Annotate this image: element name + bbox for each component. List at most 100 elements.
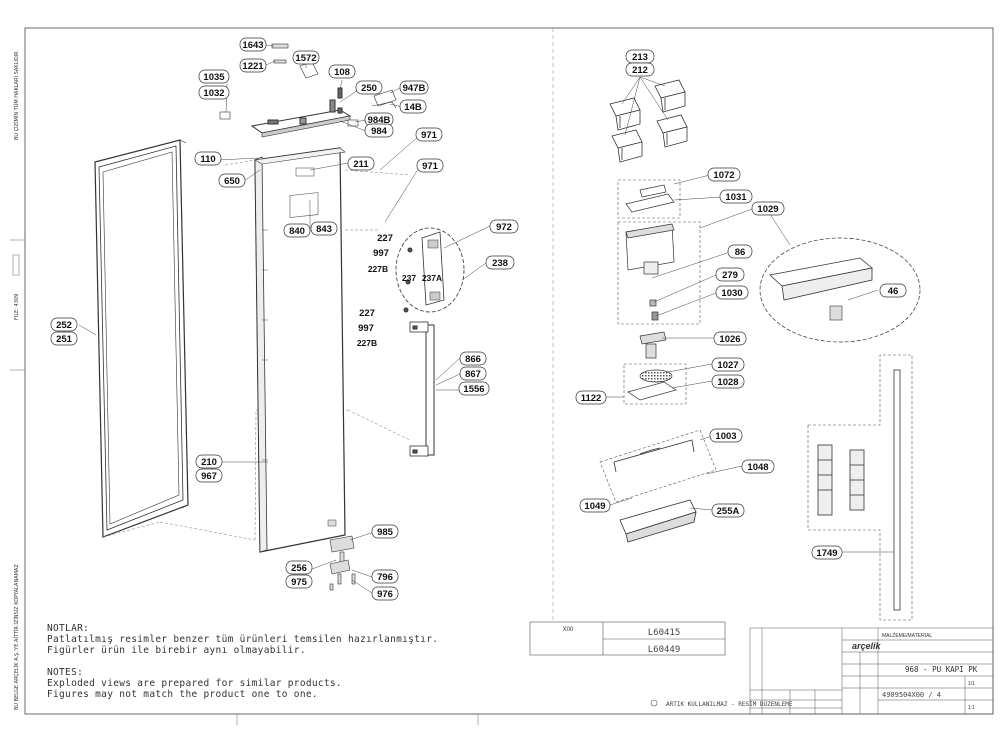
drip-tray bbox=[627, 369, 677, 401]
door-gasket bbox=[94, 139, 189, 538]
callout-label: 972 bbox=[496, 222, 512, 233]
callout-label: 14B bbox=[404, 102, 422, 113]
callout-976: 976 bbox=[371, 586, 399, 601]
callout-1035: 1035 bbox=[198, 69, 230, 84]
callout-985: 985 bbox=[371, 524, 399, 539]
callout-843: 843 bbox=[310, 221, 338, 236]
callout-label: 1030 bbox=[721, 288, 742, 299]
callout-108: 108 bbox=[328, 64, 356, 79]
callout-label: 867 bbox=[465, 369, 481, 380]
callout-label: 984 bbox=[371, 126, 388, 137]
notes-line-tr-1: Patlatılmış resimler benzer tüm ürünleri… bbox=[47, 634, 439, 646]
callout-14B: 14B bbox=[399, 99, 427, 114]
brand-logo: arçelik bbox=[852, 641, 882, 651]
callout-label: 1031 bbox=[725, 192, 747, 203]
callout-label: 1122 bbox=[581, 393, 602, 404]
door-panel bbox=[254, 147, 346, 553]
footer-note: ARTIK KULLANILMAZ - RESİM DÜZENLEME bbox=[666, 701, 793, 708]
callout-label: 967 bbox=[201, 471, 217, 482]
callout-label: 255A bbox=[717, 506, 740, 517]
callout-1072: 1072 bbox=[707, 167, 741, 182]
callout-label: 250 bbox=[361, 83, 377, 94]
callout-1028: 1028 bbox=[711, 374, 745, 389]
tap-1026 bbox=[639, 331, 667, 359]
side-text-top: BU ÇİZİMİN TÜM HAKLARI SAKLIDIR bbox=[14, 51, 20, 140]
variant-row-1: L60415 bbox=[648, 628, 681, 638]
callout-label: 975 bbox=[291, 577, 308, 588]
drawing-frame bbox=[24, 27, 994, 715]
callout-label: 238 bbox=[492, 258, 508, 269]
callout-255A: 255A bbox=[711, 503, 745, 518]
callout-947B: 947B bbox=[399, 80, 429, 95]
callout-label: 1556 bbox=[463, 384, 484, 395]
callout-label: 650 bbox=[224, 176, 240, 187]
callout-1572: 1572 bbox=[292, 50, 320, 65]
callout-label: 976 bbox=[377, 589, 393, 600]
variant-table: X00 L60415 L60449 bbox=[529, 621, 726, 656]
notes-line-en-1: Exploded views are prepared for similar … bbox=[47, 677, 342, 689]
callout-256: 256 bbox=[285, 560, 313, 575]
callout-1749: 1749 bbox=[811, 545, 843, 560]
callout-211: 211 bbox=[347, 156, 375, 171]
callout-label: 1048 bbox=[747, 462, 768, 473]
callout-label: 279 bbox=[722, 270, 738, 281]
wire-rack-1003 bbox=[613, 439, 695, 473]
callout-1029: 1029 bbox=[751, 201, 785, 216]
part-title: 968 - PU KAPI PK bbox=[905, 665, 978, 674]
title-block: arçelik MALZEME/MATERIAL 968 - PU KAPI P… bbox=[749, 627, 994, 715]
callout-1032: 1032 bbox=[198, 85, 230, 100]
callout-label: 984B bbox=[368, 115, 391, 126]
scale-value: 1:1 bbox=[968, 705, 975, 711]
notes-title-tr: NOTLAR: bbox=[47, 623, 90, 634]
callout-label: 1072 bbox=[713, 170, 734, 181]
group-box-1003 bbox=[599, 429, 717, 503]
callout-1643: 1643 bbox=[239, 37, 267, 52]
callout-label: 796 bbox=[377, 572, 393, 583]
group-box-1749 bbox=[807, 354, 913, 621]
callout-label: 213 bbox=[632, 52, 648, 63]
callout-971a: 971 bbox=[415, 127, 443, 142]
callout-label: 1749 bbox=[816, 548, 837, 559]
callout-1556: 1556 bbox=[458, 381, 490, 396]
callout-label: 86 bbox=[735, 247, 746, 258]
notes-line-en-2: Figures may not match the product one to… bbox=[47, 689, 318, 701]
sheet-number: 1/1 bbox=[968, 681, 975, 687]
side-text-mid: FILE: 4309 bbox=[14, 293, 20, 320]
door-bins-212 bbox=[609, 79, 688, 163]
callout-210: 210 bbox=[195, 454, 223, 469]
door-bin-255A bbox=[619, 499, 697, 543]
callout-46: 46 bbox=[879, 283, 907, 298]
callout-796: 796 bbox=[371, 569, 399, 584]
callout-label: 252 bbox=[56, 320, 72, 331]
callout-1048: 1048 bbox=[741, 459, 775, 474]
side-text-bottom: BU BELGE ARÇELİK A.Ş.'YE AİTTİR İZİNSİZ … bbox=[14, 564, 20, 710]
callout-867: 867 bbox=[459, 366, 487, 381]
callout-label: 46 bbox=[888, 286, 899, 297]
callout-967: 967 bbox=[195, 468, 223, 483]
callout-label: 843 bbox=[316, 224, 332, 235]
callout-label: 110 bbox=[200, 154, 215, 165]
callout-label: 108 bbox=[334, 67, 350, 78]
callout-212: 212 bbox=[625, 62, 655, 77]
variant-row-2: L60449 bbox=[648, 645, 681, 655]
callout-227b: 227 bbox=[359, 308, 375, 319]
callout-label: 1221 bbox=[242, 61, 264, 72]
callout-1049: 1049 bbox=[579, 498, 611, 513]
callout-1026: 1026 bbox=[713, 331, 747, 346]
callout-label: 840 bbox=[289, 226, 305, 237]
callout-279: 279 bbox=[715, 267, 745, 282]
callout-label: 1035 bbox=[203, 72, 225, 83]
callout-1221: 1221 bbox=[239, 58, 267, 73]
callout-227a: 227 bbox=[377, 233, 393, 244]
callout-label: 971 bbox=[421, 130, 438, 141]
callout-250: 250 bbox=[355, 80, 383, 95]
bottom-hinge bbox=[329, 535, 356, 591]
callout-975: 975 bbox=[285, 574, 313, 589]
notes-line-tr-2: Figürler ürün ile birebir aynı olmayabil… bbox=[47, 645, 306, 657]
callout-1003: 1003 bbox=[709, 428, 743, 443]
callout-227Ba: 227B bbox=[368, 264, 388, 274]
callout-213: 213 bbox=[625, 49, 655, 64]
callout-650: 650 bbox=[218, 173, 246, 188]
notes-block: NOTLAR: Patlatılmış resimler benzer tüm … bbox=[47, 623, 438, 700]
